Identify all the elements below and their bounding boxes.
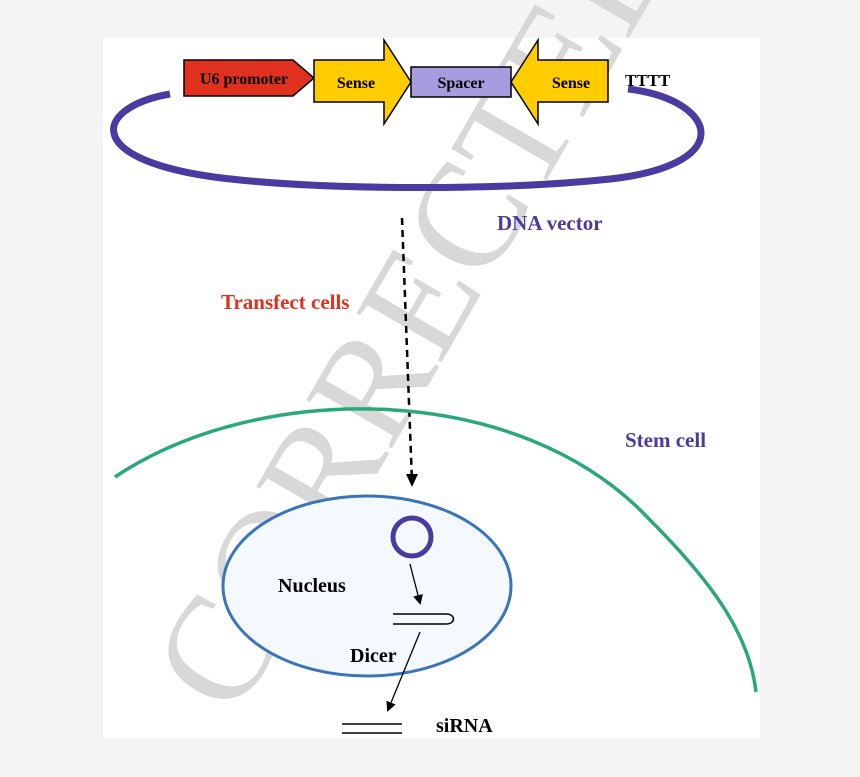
u6-promoter-arrow: [183, 59, 316, 97]
dna-vector-ring: [110, 85, 705, 191]
transfect-cells-label: Transfect cells: [221, 290, 349, 314]
dicer-label: Dicer: [350, 645, 397, 667]
shrna-hairpin: [393, 613, 455, 625]
transfect-arrowhead: [406, 474, 418, 487]
sense-right-label: Sense: [552, 75, 590, 92]
u6-promoter-label: U6 promoter: [200, 71, 288, 88]
sirna-label: siRNA: [436, 715, 493, 737]
plasmid-ring: [390, 515, 434, 559]
nucleus-outline: [221, 494, 513, 678]
stem-cell-membrane: [114, 407, 758, 693]
spacer-label: Spacer: [437, 75, 484, 92]
dna-vector-label: DNA vector: [497, 211, 603, 235]
sense-left-label: Sense: [337, 75, 375, 92]
transcription-arrow: [409, 563, 423, 605]
transfect-dashed-arrow: [400, 217, 414, 483]
stem-cell-label: Stem cell: [625, 428, 706, 452]
spacer-box: [410, 66, 512, 98]
dicer-processing-arrow: [386, 631, 421, 712]
terminator-label: TTTT: [625, 71, 671, 90]
sense-right-arrow: [510, 37, 609, 127]
nucleus-label: Nucleus: [278, 575, 346, 597]
sense-left-arrow: [313, 37, 412, 127]
